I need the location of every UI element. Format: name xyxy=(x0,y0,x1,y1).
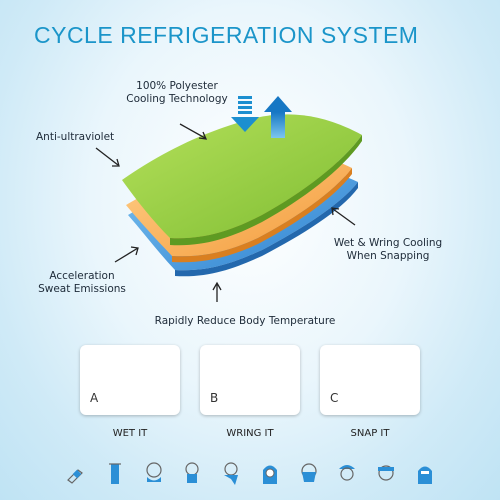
wet-wring-line-2: When Snapping xyxy=(346,250,430,262)
down-arrow-icon xyxy=(231,96,259,132)
step-wring-box xyxy=(200,345,300,415)
step-caption-wring: WRING IT xyxy=(226,428,274,439)
headband-icon xyxy=(378,465,395,481)
hood-icon xyxy=(262,465,277,484)
step-snap-box xyxy=(320,345,420,415)
balaclava-icon xyxy=(417,466,432,484)
body-temp-label: Rapidly Reduce Body Temperature xyxy=(154,315,336,327)
face-mask-icon xyxy=(300,463,317,482)
sweat-label: Acceleration Sweat Emissions xyxy=(24,270,140,296)
towel-icon xyxy=(108,463,121,484)
polyester-line-1: 100% Polyester xyxy=(136,80,218,92)
neck-gaiter-icon xyxy=(185,462,199,483)
polyester-label: 100% Polyester Cooling Technology xyxy=(122,80,232,106)
wrist-icon xyxy=(67,469,83,484)
step-caption-wet: WET IT xyxy=(112,428,148,439)
sweat-line-2: Sweat Emissions xyxy=(38,283,126,295)
step-letter-b: B xyxy=(210,391,219,405)
green-layer xyxy=(122,114,362,246)
step-letter-c: C xyxy=(330,391,339,405)
pointer-arrows xyxy=(95,123,356,302)
uv-label: Anti-ultraviolet xyxy=(36,131,115,143)
sweat-line-1: Acceleration xyxy=(49,270,115,282)
bandana-icon xyxy=(339,465,356,481)
step-letter-a: A xyxy=(90,391,99,405)
head-icon xyxy=(145,462,162,482)
step-wet-box xyxy=(80,345,180,415)
page-title: CYCLE REFRIGERATION SYSTEM xyxy=(34,22,419,48)
usage-icons-strip xyxy=(64,458,437,488)
step-caption-snap: SNAP IT xyxy=(350,428,390,439)
up-arrow-icon xyxy=(264,96,292,138)
polyester-line-2: Cooling Technology xyxy=(126,93,228,105)
scarf-icon xyxy=(224,462,239,485)
wet-wring-line-1: Wet & Wring Cooling xyxy=(333,237,443,249)
wet-wring-label: Wet & Wring Cooling When Snapping xyxy=(327,237,449,263)
